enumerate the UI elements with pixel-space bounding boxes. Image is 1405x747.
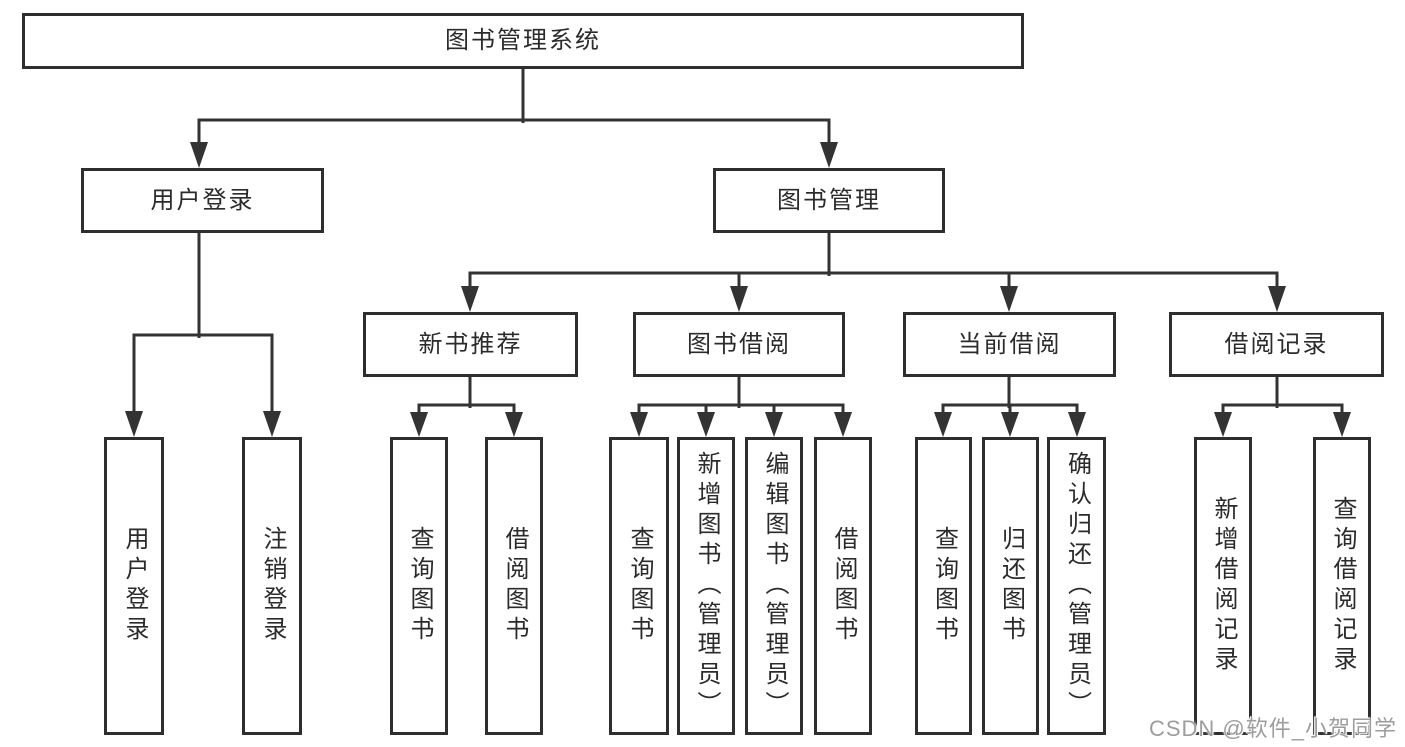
node-current-borrow: 当前借阅 xyxy=(903,312,1116,377)
leaf-label: 查询图书 xyxy=(406,526,433,646)
node-user-login-branch: 用户登录 xyxy=(81,168,324,233)
leaf-label: 用户登录 xyxy=(121,526,148,646)
leaf-label: 编辑图书（管理员） xyxy=(761,451,788,721)
leaf-label: 注销登录 xyxy=(259,526,286,646)
node-library-management-system: 图书管理系统 xyxy=(22,13,1024,69)
node-label: 图书借阅 xyxy=(687,330,791,358)
leaf-logout: 注销登录 xyxy=(242,437,302,735)
leaf-newbook-borrow-books: 借阅图书 xyxy=(485,437,543,735)
leaf-borrow-add-books-admin: 新增图书（管理员） xyxy=(677,437,735,735)
connector-new-book-branch xyxy=(410,374,523,437)
node-label: 图书管理 xyxy=(777,186,881,214)
leaf-label: 借阅图书 xyxy=(830,526,857,646)
connector-user-login-branch xyxy=(125,230,281,437)
leaf-records-add-record: 新增借阅记录 xyxy=(1194,437,1252,735)
connector-book-management-branch xyxy=(461,230,1286,312)
leaf-label: 查询借阅记录 xyxy=(1329,496,1356,676)
leaf-current-query-books: 查询图书 xyxy=(915,437,972,735)
leaf-borrow-query-books: 查询图书 xyxy=(609,437,669,735)
node-label: 借阅记录 xyxy=(1224,330,1329,358)
connector-current-borrow-branch xyxy=(934,374,1086,437)
node-book-borrow: 图书借阅 xyxy=(633,312,845,377)
leaf-label: 新增图书（管理员） xyxy=(693,451,720,721)
leaf-label: 查询图书 xyxy=(626,526,653,646)
leaf-borrow-edit-books-admin: 编辑图书（管理员） xyxy=(745,437,803,735)
connector-book-borrow-branch xyxy=(630,374,852,437)
connector-root-to-level2 xyxy=(190,67,838,168)
node-label: 用户登录 xyxy=(150,186,255,214)
leaf-current-return-books: 归还图书 xyxy=(982,437,1039,735)
leaf-label: 借阅图书 xyxy=(501,526,528,646)
node-borrow-records: 借阅记录 xyxy=(1169,312,1384,377)
leaf-current-confirm-return-admin: 确认归还（管理员） xyxy=(1047,437,1106,735)
leaf-label: 查询图书 xyxy=(930,526,958,646)
leaf-label: 归还图书 xyxy=(997,526,1025,646)
connector-borrow-record-branch xyxy=(1214,374,1351,437)
node-new-book-recommend: 新书推荐 xyxy=(363,312,578,377)
leaf-newbook-query-books: 查询图书 xyxy=(390,437,448,735)
node-label: 图书管理系统 xyxy=(445,27,601,54)
leaf-borrow-borrow-books: 借阅图书 xyxy=(814,437,872,735)
leaf-records-query-record: 查询借阅记录 xyxy=(1313,437,1371,735)
leaf-label: 确认归还（管理员） xyxy=(1063,451,1091,721)
node-book-management: 图书管理 xyxy=(713,168,945,233)
csdn-watermark: CSDN @软件_小贺同学 xyxy=(1148,716,1397,741)
node-label: 当前借阅 xyxy=(957,330,1062,358)
node-label: 新书推荐 xyxy=(418,330,523,358)
leaf-label: 新增借阅记录 xyxy=(1210,496,1237,676)
leaf-user-login: 用户登录 xyxy=(104,437,164,735)
